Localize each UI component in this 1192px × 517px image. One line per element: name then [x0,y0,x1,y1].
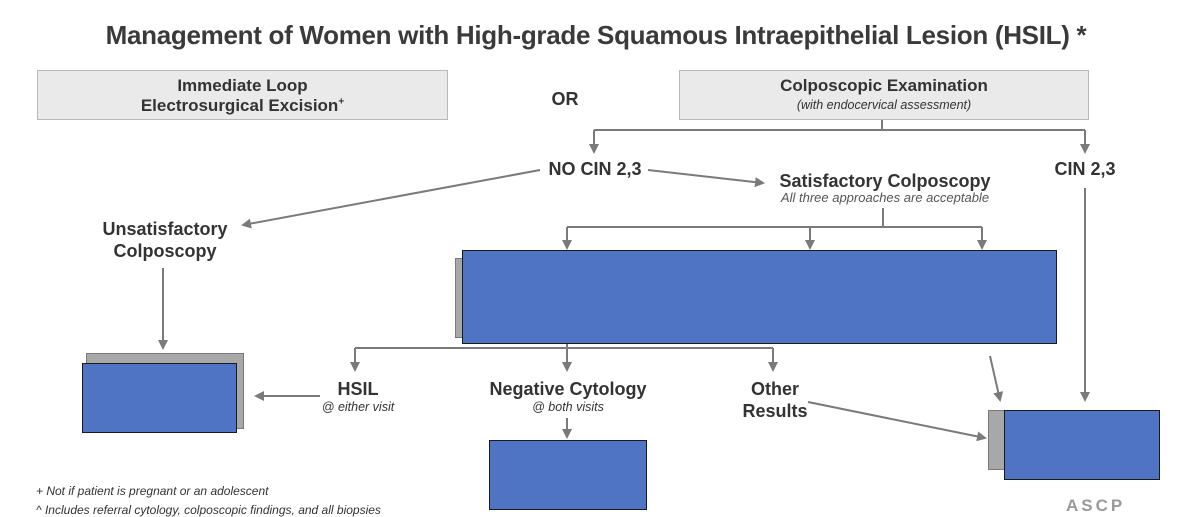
footnote-1: + Not if patient is pregnant or an adole… [36,484,269,498]
hsil-label: HSIL [337,379,379,399]
negative-cytology-subtitle: @ both visits [532,400,604,414]
immediate-leep-box: Immediate Loop Electrosurgical Excision+ [37,70,448,120]
hsil-subtitle: @ either visit [321,400,395,414]
colposcopic-title: Colposcopic Examination [780,76,988,95]
colposcopic-subtitle: (with endocervical assessment) [796,98,972,112]
other-line2: Results [742,401,808,421]
unsatisfactory-label: Unsatisfactory Colposcopy [90,218,240,262]
immediate-sup: + [338,96,345,108]
arrow-to-unsatisfactory [241,169,541,229]
bottom-redacted-box [489,440,647,510]
diagram-title: Management of Women with High-grade Squa… [105,20,1087,50]
immediate-line2-text: Electrosurgical Excision [140,96,339,115]
unsatisfactory-line2: Colposcopy [113,241,217,261]
immediate-line2: Electrosurgical Excision+ [38,96,447,116]
cin23-label: CIN 2,3 [1054,159,1116,179]
unsatisfactory-line1: Unsatisfactory [102,219,228,239]
other-line1: Other [750,379,799,399]
arrow-other-to-right [807,401,987,442]
or-label: OR [551,89,579,109]
approaches-redacted-box [462,250,1057,344]
no-cin-label: NO CIN 2,3 [548,159,642,179]
negative-cytology-label: Negative Cytology [489,379,647,399]
satisfactory-subtitle: All three approaches are acceptable [780,190,990,205]
colposcopic-exam-box: Colposcopic Examination (with endocervic… [679,70,1089,120]
satisfactory-title: Satisfactory Colposcopy [779,171,991,191]
left-redacted-box [82,363,237,433]
arrow-to-right-box [989,355,1004,402]
arrow-to-satisfactory [647,169,765,188]
right-redacted-box [1004,410,1160,480]
ascp-logo: ASCP [1066,496,1126,515]
footnote-2: ^ Includes referral cytology, colposcopi… [36,503,381,517]
immediate-line1: Immediate Loop [177,76,308,95]
other-results-label: Other Results [735,378,815,422]
